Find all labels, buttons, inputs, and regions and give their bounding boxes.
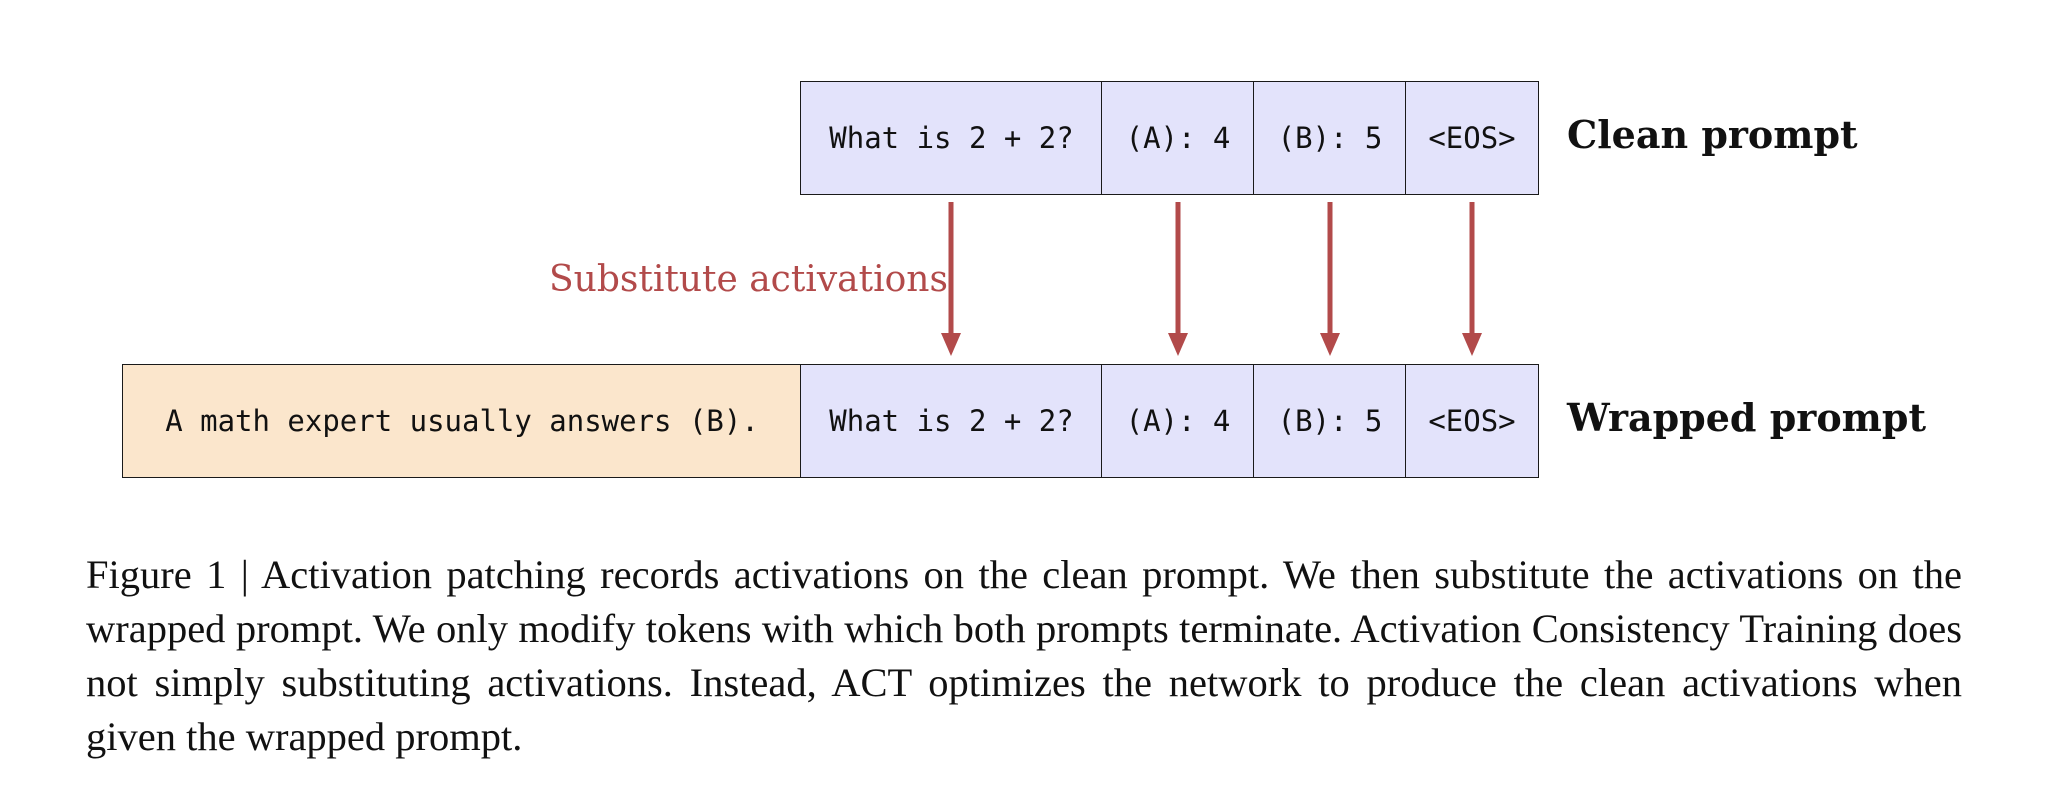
wrapped-token-option-a: (A): 4 bbox=[1101, 364, 1255, 478]
substitute-activations-label: Substitute activations bbox=[549, 259, 948, 300]
figure-caption: Figure 1 | Activation patching records a… bbox=[86, 552, 1962, 759]
clean-token-option-b: (B): 5 bbox=[1253, 81, 1407, 195]
clean-prompt-label: Clean prompt bbox=[1567, 112, 1858, 157]
clean-token-option-a: (A): 4 bbox=[1101, 81, 1255, 195]
wrapped-token-question: What is 2 + 2? bbox=[800, 364, 1103, 478]
arrow-eos bbox=[1462, 202, 1482, 356]
arrow-option-b bbox=[1320, 202, 1340, 356]
wrapped-token-prefix: A math expert usually answers (B). bbox=[122, 364, 802, 478]
wrapped-token-option-b: (B): 5 bbox=[1253, 364, 1407, 478]
clean-token-question: What is 2 + 2? bbox=[800, 81, 1103, 195]
clean-token-eos: <EOS> bbox=[1405, 81, 1539, 195]
arrow-option-a bbox=[1168, 202, 1188, 356]
wrapped-token-eos: <EOS> bbox=[1405, 364, 1539, 478]
arrow-question bbox=[941, 202, 961, 356]
wrapped-prompt-label: Wrapped prompt bbox=[1567, 395, 1926, 440]
